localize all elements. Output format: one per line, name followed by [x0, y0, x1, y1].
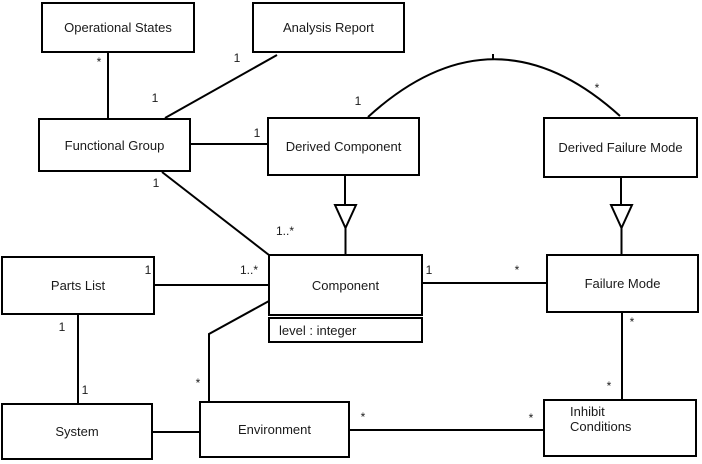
generalization-triangle-icon — [333, 204, 358, 231]
class-failure-mode: Failure Mode — [546, 254, 699, 313]
class-inhibit-conditions: Inhibit Conditions — [543, 399, 697, 457]
generalization-triangle-icon — [609, 204, 634, 231]
class-name: System — [55, 424, 99, 439]
class-name: Derived Component — [285, 139, 402, 154]
class-functional-group: Functional Group — [38, 118, 191, 172]
multiplicity-label: 1 — [233, 51, 241, 65]
class-system: System — [1, 403, 153, 460]
class-name: Derived Failure Mode — [558, 140, 683, 155]
edge-analysis-report-functional-group — [164, 54, 278, 119]
multiplicity-label: 1 — [81, 383, 89, 397]
class-name: Failure Mode — [584, 276, 661, 291]
multiplicity-label: * — [195, 376, 201, 390]
multiplicity-label: * — [629, 315, 635, 329]
class-operational-states: Operational States — [41, 2, 195, 53]
multiplicity-label: 1 — [58, 320, 66, 334]
class-name: Functional Group — [64, 137, 165, 153]
multiplicity-label: 1 — [253, 126, 261, 140]
multiplicity-label: 1 — [144, 263, 152, 277]
class-name: Inhibit Conditions — [570, 404, 632, 434]
multiplicity-label: * — [360, 410, 366, 424]
multiplicity-label: * — [606, 379, 612, 393]
class-name: Operational States — [64, 20, 172, 35]
edge-functional-group-component — [161, 171, 270, 256]
class-parts-list: Parts List — [1, 256, 155, 315]
class-derived-failure-mode: Derived Failure Mode — [543, 117, 698, 178]
class-environment: Environment — [199, 401, 350, 458]
class-derived-component: Derived Component — [267, 117, 420, 176]
multiplicity-label: 1..* — [275, 224, 295, 238]
multiplicity-label: 1..* — [239, 263, 259, 277]
class-component: Component — [268, 254, 423, 316]
attribute-text: level : integer — [279, 322, 357, 338]
multiplicity-label: 1 — [425, 263, 433, 277]
edge-component-environment — [208, 300, 270, 401]
multiplicity-label: * — [514, 263, 520, 277]
edge-derived-component-derived-failure-mode-arc — [367, 58, 621, 118]
multiplicity-label: 1 — [151, 91, 159, 105]
multiplicity-label: 1 — [354, 94, 362, 108]
multiplicity-label: * — [594, 81, 600, 95]
multiplicity-label: 1 — [152, 176, 160, 190]
multiplicity-label: * — [96, 55, 102, 69]
class-name: Parts List — [50, 278, 106, 293]
multiplicity-label: * — [528, 411, 534, 425]
class-component-attributes: level : integer — [268, 317, 423, 343]
class-name: Environment — [238, 422, 311, 437]
class-analysis-report: Analysis Report — [252, 2, 405, 53]
class-name: Analysis Report — [282, 20, 375, 35]
class-name: Component — [311, 277, 380, 293]
